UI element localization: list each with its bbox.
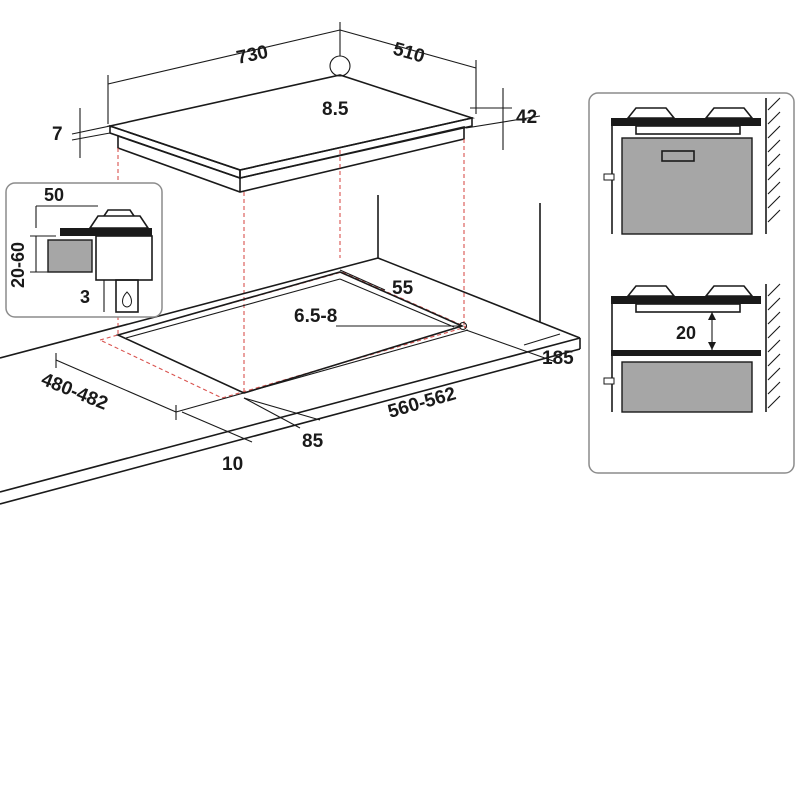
label-hob-width: 730 xyxy=(235,42,270,69)
label-cutout-depth: 480-482 xyxy=(38,369,111,415)
gas-inlet-circle xyxy=(329,55,351,77)
label-worktop-thickness: 20-60 xyxy=(8,242,28,288)
gas-flame-icon xyxy=(122,291,132,308)
label-hole-diameter: 6.5-8 xyxy=(294,306,337,327)
label-rear-clearance: 185 xyxy=(542,348,574,369)
worktop-cutout xyxy=(115,271,465,394)
label-side-clearance: 55 xyxy=(392,278,414,299)
label-front-offset: 85 xyxy=(302,431,324,452)
hob-side-edge xyxy=(239,117,473,179)
label-cutout-width: 560-562 xyxy=(386,383,459,422)
detail-panel-right xyxy=(588,92,795,474)
label-shelf-gap: 20 xyxy=(676,323,696,343)
worktop-drawing xyxy=(0,195,581,505)
label-gap: 3 xyxy=(80,287,90,307)
detail-panel-left xyxy=(5,182,163,318)
label-hob-depth: 510 xyxy=(391,39,427,68)
hob-top-plate xyxy=(107,74,476,171)
label-clearance-top: 50 xyxy=(44,185,64,205)
label-hob-height: 42 xyxy=(516,107,537,128)
label-glass-thickness: 7 xyxy=(52,124,63,145)
hob-dimension-lines xyxy=(71,29,541,158)
worktop-dimension-lines xyxy=(55,269,561,443)
label-front-edge: 10 xyxy=(222,454,243,475)
label-gas-inlet: 8.5 xyxy=(322,99,349,120)
hob-body xyxy=(117,125,465,193)
